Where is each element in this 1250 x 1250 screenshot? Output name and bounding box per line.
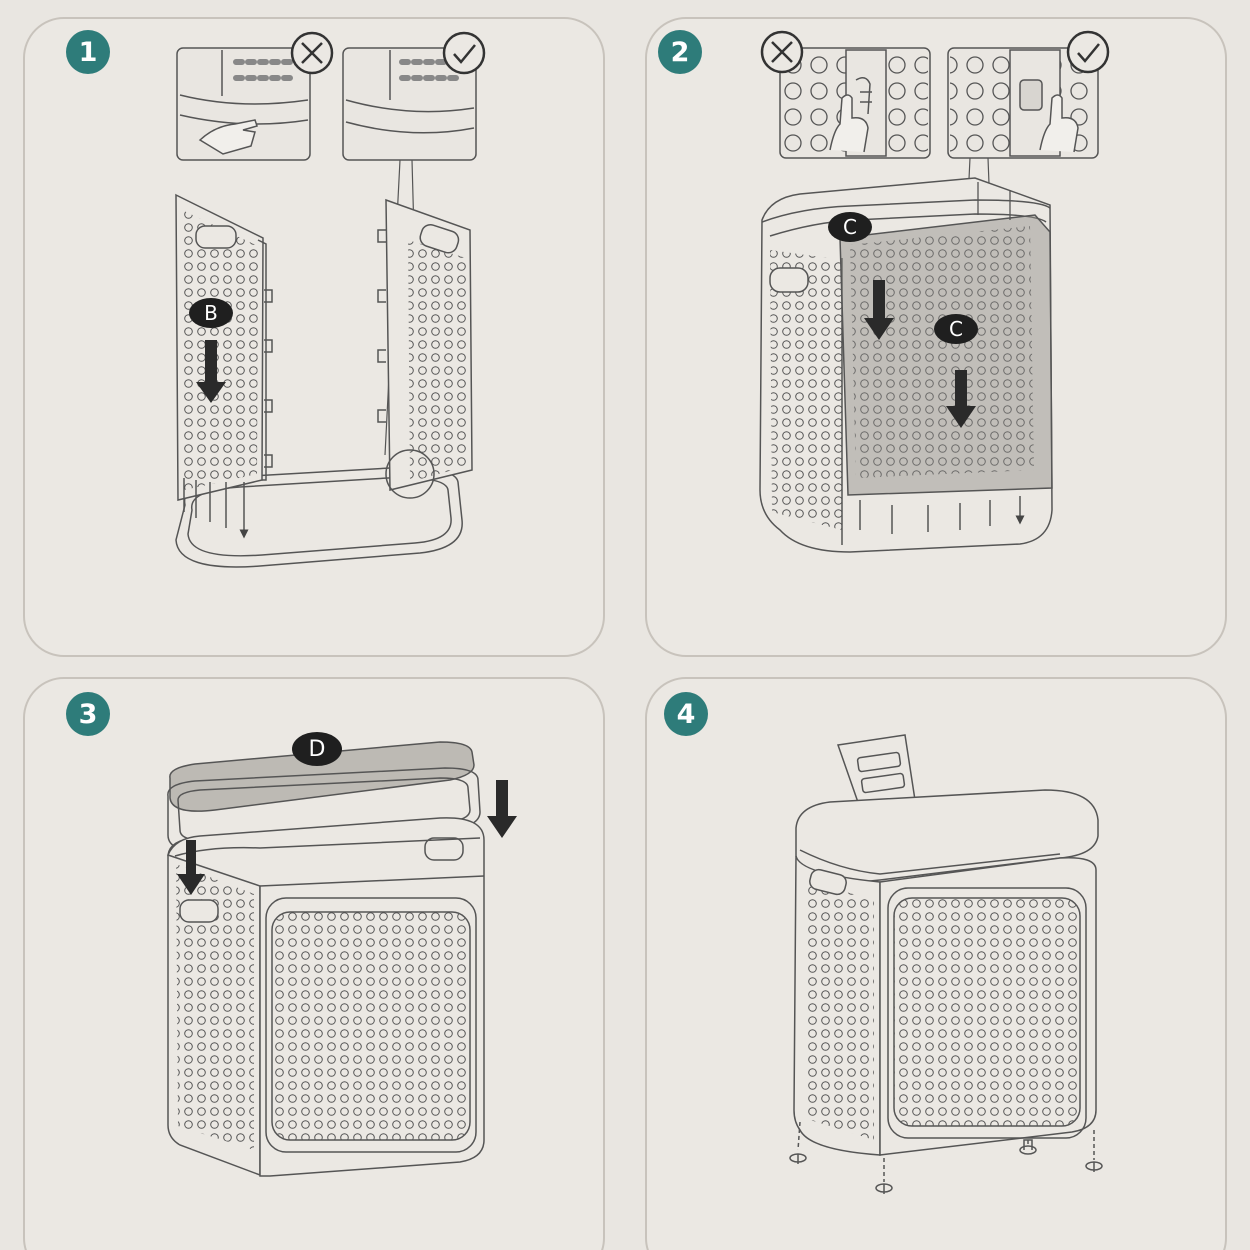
screw-icon: [875, 1183, 893, 1194]
lid: [169, 741, 475, 812]
step-4-illustration: [789, 734, 1103, 1194]
check-circle-icon: [442, 31, 486, 75]
step-1-illustration: [175, 31, 486, 568]
check-circle-icon: [1066, 30, 1110, 74]
step-number-badge: 4: [664, 692, 708, 736]
screw-icon: [789, 1153, 807, 1164]
screw-icon: [1019, 1139, 1037, 1155]
step-number-badge: 1: [66, 30, 110, 74]
step-number-badge: 2: [658, 30, 702, 74]
part-label-c: C: [828, 212, 872, 242]
part-label-c: C: [934, 314, 978, 344]
step-number-badge: 3: [66, 692, 110, 736]
down-arrow-icon: [196, 340, 226, 403]
part-label-b: B: [189, 298, 233, 328]
screw-icon: [1085, 1161, 1103, 1172]
part-label-d: D: [292, 732, 342, 766]
down-arrow-icon: [946, 370, 976, 428]
down-arrow-icon: [487, 780, 517, 838]
down-arrow-icon: [177, 840, 205, 895]
step-2-illustration: [759, 30, 1110, 553]
step-3-illustration: [167, 741, 517, 1177]
down-arrow-icon: [864, 280, 894, 340]
